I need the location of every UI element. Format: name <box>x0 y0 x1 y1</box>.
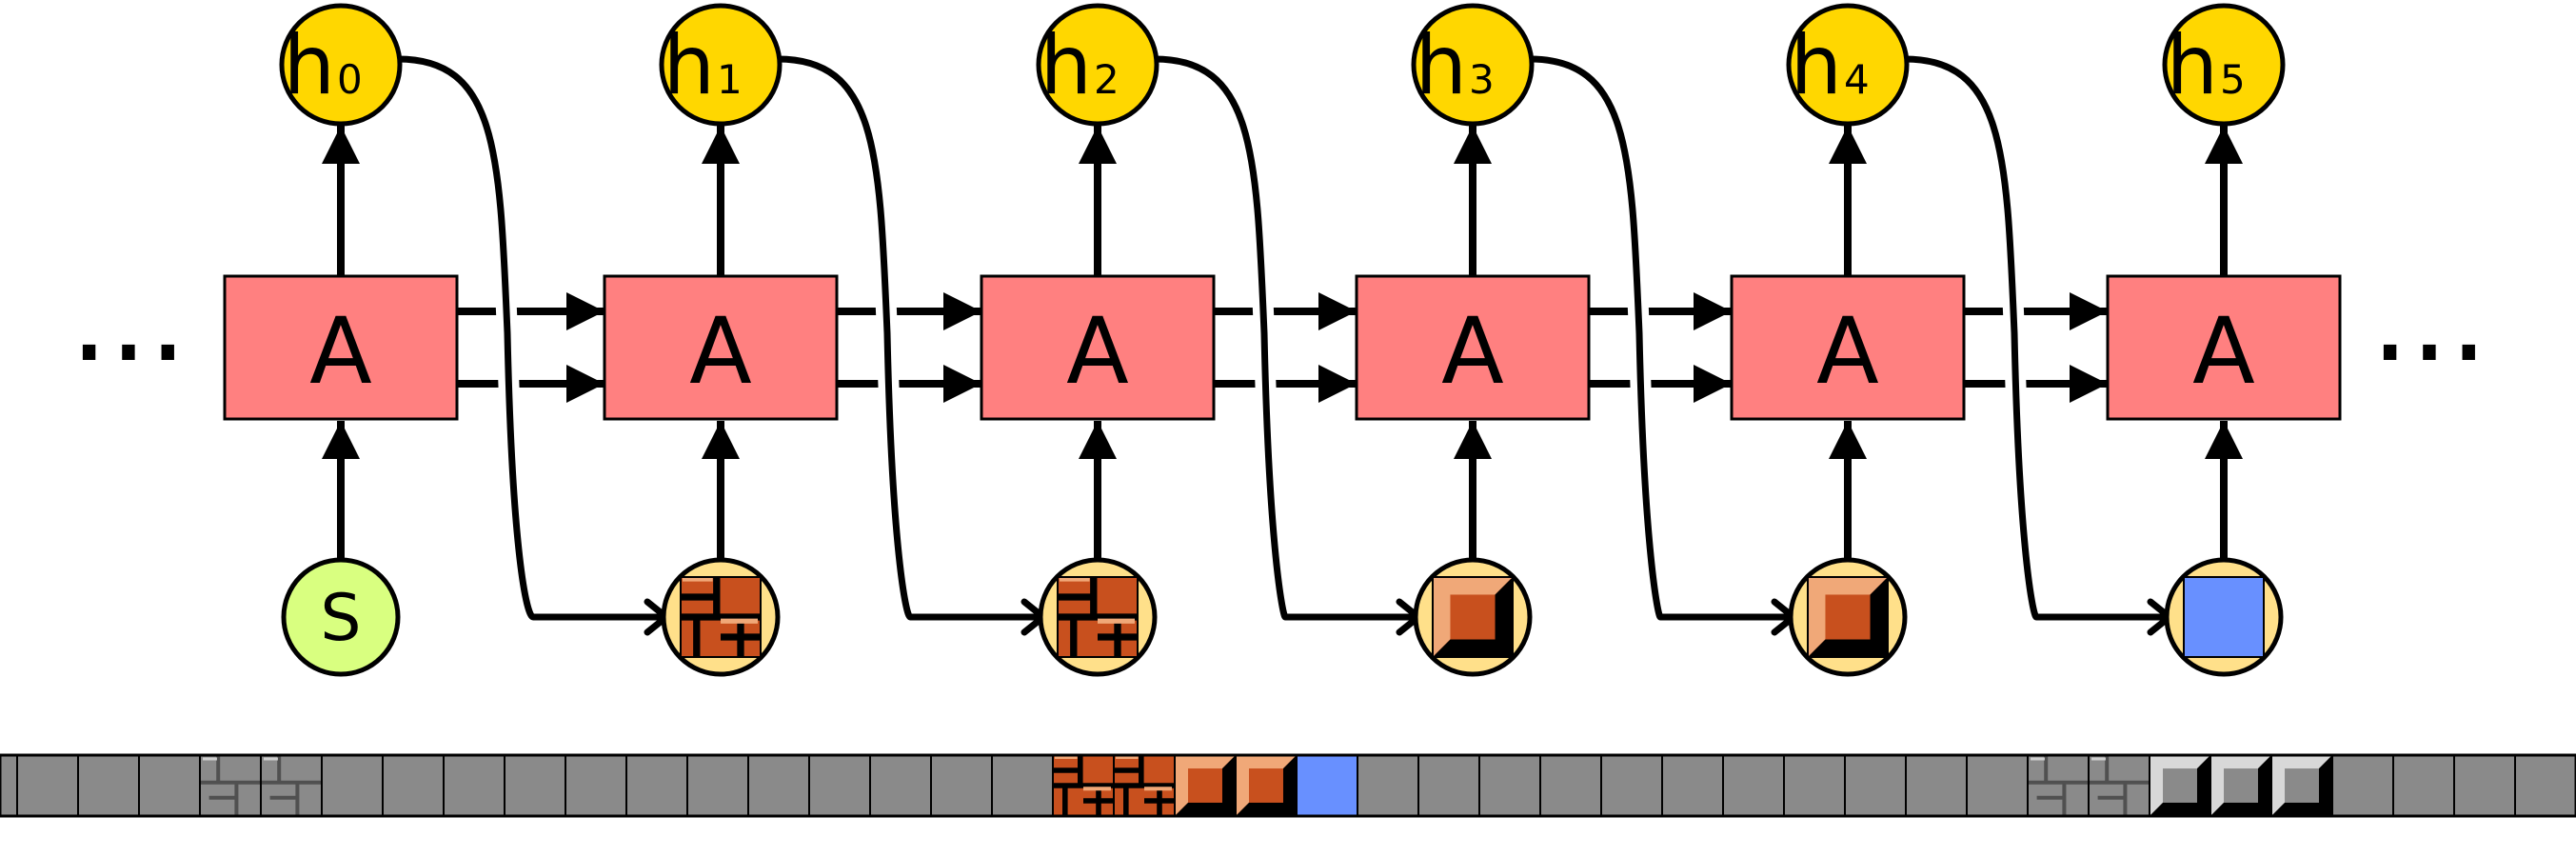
level-strip-border <box>0 753 2576 818</box>
output-index: 2 <box>1094 56 1120 103</box>
sky <box>1296 754 1358 817</box>
cell-label: A <box>1441 298 1504 405</box>
stone <box>1844 754 1907 817</box>
output-index: 3 <box>1469 56 1495 103</box>
output-index: 1 <box>717 56 743 103</box>
pyramid-block <box>1174 754 1237 817</box>
output-index: 0 <box>337 56 363 103</box>
stone <box>686 754 749 817</box>
cracked-stone <box>260 754 323 817</box>
brick-icon <box>1057 576 1139 658</box>
output-node <box>659 3 783 127</box>
pyramid-block <box>1235 754 1298 817</box>
ellipsis-left: ... <box>69 245 188 389</box>
stone <box>2453 754 2516 817</box>
pyramid-block-icon <box>1807 576 1889 658</box>
output-node <box>1411 3 1535 127</box>
stone <box>930 754 993 817</box>
start-symbol: S <box>320 581 361 656</box>
lstm-cell <box>2106 274 2342 421</box>
stone <box>382 754 445 817</box>
brick <box>1052 754 1115 817</box>
output-letter: h <box>1040 18 1092 113</box>
pyramid-block-icon <box>1432 576 1514 658</box>
connections <box>322 49 2243 636</box>
level-tile-strip <box>0 753 2576 818</box>
stone <box>747 754 810 817</box>
output-letter: h <box>283 18 335 113</box>
stone <box>2331 754 2394 817</box>
lstm-cell <box>603 274 839 421</box>
lstm-cell <box>1730 274 1966 421</box>
ellipsis-right: ... <box>2370 245 2488 389</box>
stone <box>625 754 688 817</box>
stone <box>321 754 384 817</box>
gray-pyramid-block <box>2270 754 2333 817</box>
stone <box>1417 754 1480 817</box>
output-node <box>279 3 403 127</box>
gray-pyramid-block <box>2149 754 2211 817</box>
stone <box>2392 754 2455 817</box>
stone <box>991 754 1054 817</box>
stone <box>1783 754 1846 817</box>
output-letter: h <box>2166 18 2218 113</box>
feedback-arrow <box>1529 55 1797 636</box>
output-index: 4 <box>1844 56 1870 103</box>
output-node <box>2162 3 2286 127</box>
feedback-arrow <box>397 55 670 636</box>
stone <box>138 754 201 817</box>
stone <box>1539 754 1602 817</box>
feedback-arrow <box>1904 55 2173 636</box>
lstm-cell <box>223 274 459 421</box>
output-index: 5 <box>2220 56 2246 103</box>
cell-label: A <box>689 298 752 405</box>
brick <box>1113 754 1176 817</box>
stone <box>1357 754 1419 817</box>
gray-pyramid-block <box>2209 754 2272 817</box>
stone <box>808 754 871 817</box>
cell-label: A <box>1066 298 1129 405</box>
stone <box>0 754 18 817</box>
cracked-stone <box>2088 754 2150 817</box>
output-node <box>1786 3 1910 127</box>
output-letter: h <box>663 18 715 113</box>
cell-label: A <box>2192 298 2255 405</box>
stone <box>443 754 505 817</box>
start-input-node <box>281 557 401 677</box>
stone <box>869 754 932 817</box>
brick-icon <box>680 576 762 658</box>
sky-icon <box>2183 576 2265 658</box>
stone <box>1661 754 1724 817</box>
cracked-stone <box>199 754 262 817</box>
output-letter: h <box>1790 18 1842 113</box>
output-node <box>1036 3 1159 127</box>
lstm-cell <box>980 274 1216 421</box>
output-letter: h <box>1415 18 1467 113</box>
stone <box>504 754 566 817</box>
stone <box>1600 754 1663 817</box>
cracked-stone <box>2027 754 2090 817</box>
stone <box>565 754 627 817</box>
cell-label: A <box>309 298 372 405</box>
feedback-arrow <box>1154 55 1422 636</box>
stone <box>1478 754 1541 817</box>
cell-label: A <box>1816 298 1879 405</box>
lstm-cell <box>1355 274 1591 421</box>
feedback-arrow <box>777 55 1047 636</box>
stone <box>77 754 140 817</box>
stone <box>16 754 79 817</box>
stone <box>1966 754 2029 817</box>
stone <box>1905 754 1968 817</box>
stone <box>2514 754 2576 817</box>
stone <box>1722 754 1785 817</box>
